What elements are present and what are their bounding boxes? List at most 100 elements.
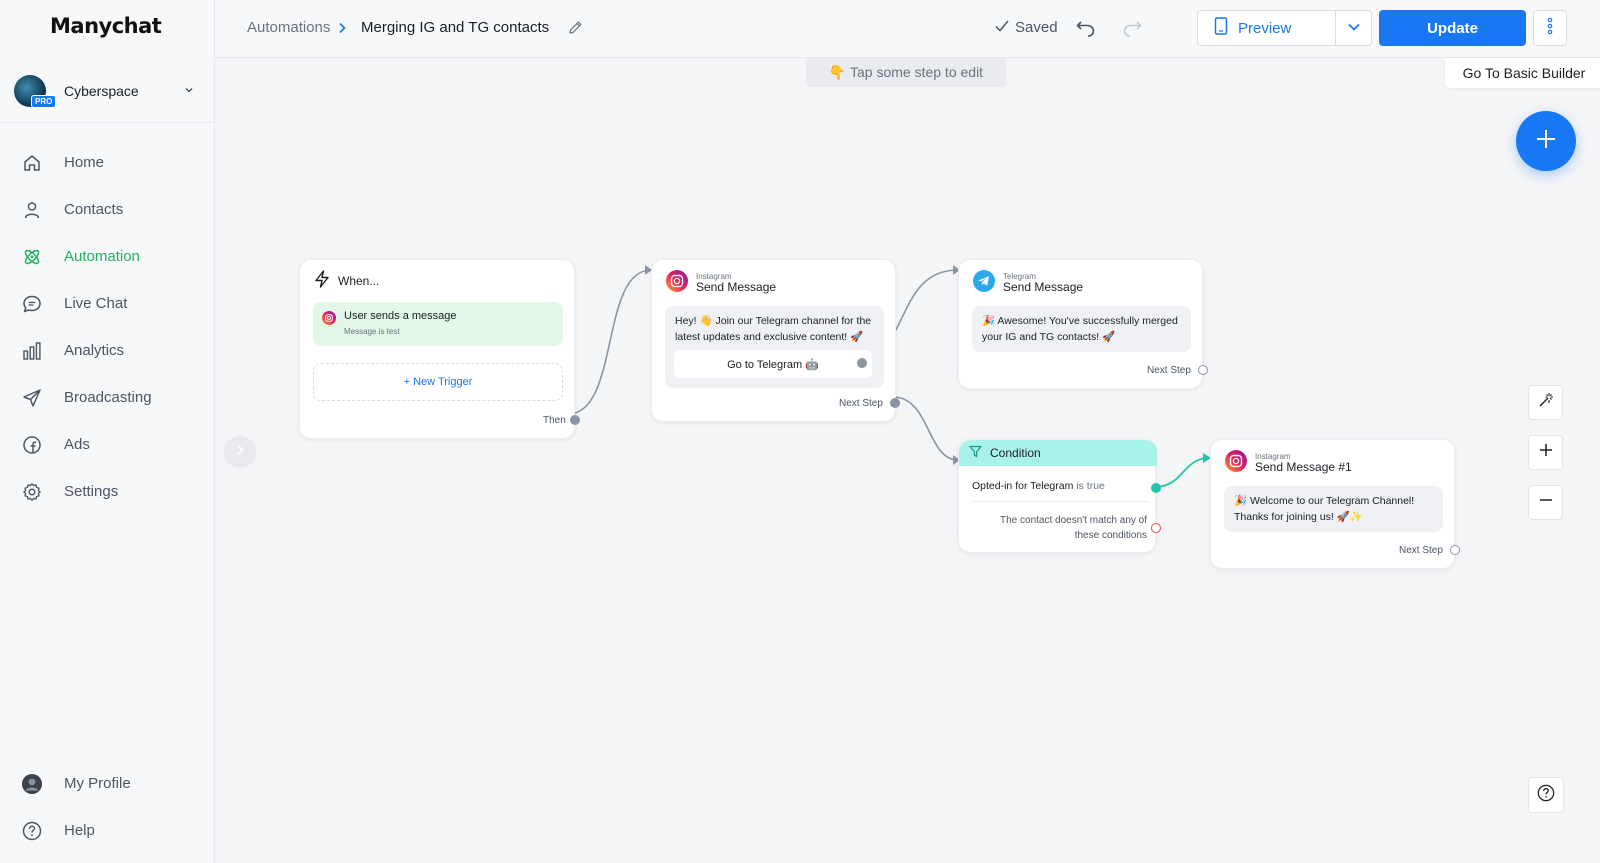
sidebar-item-contacts[interactable]: Contacts xyxy=(0,186,214,233)
preview-button[interactable]: Preview xyxy=(1197,10,1336,46)
workspace-avatar: PRO xyxy=(14,75,57,108)
flow-canvas[interactable]: 👇 Tap some step to edit Go To Basic Buil… xyxy=(215,58,1600,863)
pencil-icon[interactable] xyxy=(568,20,583,40)
magic-wand-button[interactable] xyxy=(1528,385,1563,420)
zoom-in-button[interactable] xyxy=(1528,435,1563,470)
undo-icon[interactable] xyxy=(1075,17,1097,44)
preview-dropdown-button[interactable] xyxy=(1335,10,1372,46)
then-port[interactable] xyxy=(570,415,580,425)
preview-label: Preview xyxy=(1238,19,1292,37)
more-options-button[interactable] xyxy=(1533,10,1567,46)
sidebar-item-label: Automation xyxy=(64,248,140,265)
expand-sidebar-button[interactable] xyxy=(224,436,256,468)
redo-icon[interactable] xyxy=(1121,17,1143,44)
sidebar-item-broadcasting[interactable]: Broadcasting xyxy=(0,374,214,421)
chevron-down-icon xyxy=(184,82,194,100)
then-port-label: Then xyxy=(543,415,566,426)
chevron-down-icon xyxy=(1347,19,1361,37)
sidebar-item-label: My Profile xyxy=(64,775,131,792)
help-icon xyxy=(1537,784,1555,807)
go-to-basic-builder-button[interactable]: Go To Basic Builder xyxy=(1445,58,1600,88)
sidebar-item-label: Settings xyxy=(64,483,119,500)
gear-icon xyxy=(22,482,42,502)
instagram-icon xyxy=(666,270,688,297)
phone-icon xyxy=(1214,17,1228,39)
sidebar-item-home[interactable]: Home xyxy=(0,139,214,186)
next-step-label: Next Step xyxy=(1399,545,1443,556)
condition-rule[interactable]: Opted-in for Telegram is true xyxy=(972,480,1105,492)
go-to-telegram-button[interactable]: Go to Telegram 🤖 xyxy=(674,350,872,378)
trigger-user-sends-message[interactable]: User sends a message Message is test xyxy=(313,302,563,346)
kebab-menu-icon xyxy=(1547,17,1553,40)
button-port[interactable] xyxy=(857,358,867,368)
trigger-node[interactable]: When... User sends a message Message is … xyxy=(299,259,580,439)
node-title: When... xyxy=(338,273,380,288)
telegram-icon xyxy=(973,270,995,297)
instagram-icon xyxy=(1225,450,1247,477)
node-title: Condition xyxy=(990,446,1041,460)
sidebar-item-label: Home xyxy=(64,154,105,171)
minus-icon xyxy=(1539,493,1553,512)
atom-icon xyxy=(22,247,42,267)
update-button[interactable]: Update xyxy=(1379,10,1526,46)
sidebar-nav: Home Contacts Automation Live Chat Analy… xyxy=(0,139,214,515)
sidebar-item-live-chat[interactable]: Live Chat xyxy=(0,280,214,327)
send-icon xyxy=(22,388,42,408)
next-step-port[interactable] xyxy=(1450,545,1460,555)
saved-label: Saved xyxy=(1015,19,1058,36)
new-trigger-button[interactable]: + New Trigger xyxy=(313,363,563,401)
workspace-switcher[interactable]: PRO Cyberspace xyxy=(14,74,204,108)
sidebar-item-help[interactable]: Help xyxy=(0,807,214,854)
chat-icon xyxy=(22,294,42,314)
node-header: When... xyxy=(314,270,379,293)
condition-node[interactable]: Condition Opted-in for Telegram is true … xyxy=(958,439,1161,553)
instagram-send-message-node[interactable]: Instagram Send Message Hey! 👋 Join our T… xyxy=(651,259,900,422)
sidebar-item-my-profile[interactable]: My Profile xyxy=(0,760,214,807)
node-title: Send Message #1 xyxy=(1255,460,1352,475)
chevron-right-icon xyxy=(337,21,347,39)
add-step-button[interactable] xyxy=(1516,111,1576,171)
plus-icon xyxy=(1539,443,1553,462)
sidebar-item-analytics[interactable]: Analytics xyxy=(0,327,214,374)
sidebar-item-label: Help xyxy=(64,822,95,839)
sidebar-item-label: Broadcasting xyxy=(64,389,152,406)
trigger-label: User sends a message xyxy=(344,310,457,322)
instagram-send-message-1-node[interactable]: Instagram Send Message #1 🎉 Welcome to o… xyxy=(1210,439,1460,569)
zoom-out-button[interactable] xyxy=(1528,485,1563,520)
sidebar-item-ads[interactable]: Ads xyxy=(0,421,214,468)
condition-field: Opted-in for Telegram xyxy=(972,480,1074,492)
next-step-port[interactable] xyxy=(1198,365,1208,375)
telegram-send-message-node[interactable]: Telegram Send Message 🎉 Awesome! You've … xyxy=(958,259,1208,389)
trigger-sublabel: Message is test xyxy=(344,327,400,336)
bar-chart-icon xyxy=(22,341,42,361)
manychat-logo[interactable]: Manychat xyxy=(50,14,162,38)
condition-false-port[interactable] xyxy=(1151,523,1161,533)
message-bubble[interactable]: 🎉 Awesome! You've successfully merged yo… xyxy=(972,306,1191,352)
checkmark-icon xyxy=(995,19,1009,36)
saved-status: Saved xyxy=(995,19,1058,36)
user-icon xyxy=(22,200,42,220)
breadcrumb-automations[interactable]: Automations xyxy=(247,19,331,36)
node-platform: Instagram xyxy=(696,271,732,281)
sidebar-divider xyxy=(0,122,214,123)
condition-true-port[interactable] xyxy=(1151,483,1161,493)
message-text: 🎉 Awesome! You've successfully merged yo… xyxy=(982,315,1178,343)
workspace-name: Cyberspace xyxy=(64,83,139,99)
sidebar-item-automation[interactable]: Automation xyxy=(0,233,214,280)
magic-wand-icon xyxy=(1538,392,1554,413)
node-title: Send Message xyxy=(696,280,777,295)
node-header: Telegram Send Message xyxy=(973,270,1083,297)
instagram-icon xyxy=(322,311,336,330)
canvas-help-button[interactable] xyxy=(1528,777,1564,813)
next-step-port[interactable] xyxy=(890,398,900,408)
message-bubble[interactable]: 🎉 Welcome to our Telegram Channel! Thank… xyxy=(1224,486,1443,532)
sidebar-item-label: Contacts xyxy=(64,201,124,218)
top-header: Automations Merging IG and TG contacts S… xyxy=(215,0,1600,58)
sidebar-item-settings[interactable]: Settings xyxy=(0,468,214,515)
node-header: Instagram Send Message #1 xyxy=(1225,450,1352,477)
condition-operator: is true xyxy=(1076,480,1105,492)
profile-avatar xyxy=(22,773,42,794)
sidebar-item-label: Live Chat xyxy=(64,295,128,312)
node-header: Instagram Send Message xyxy=(666,270,776,297)
sidebar-item-label: Analytics xyxy=(64,342,125,359)
